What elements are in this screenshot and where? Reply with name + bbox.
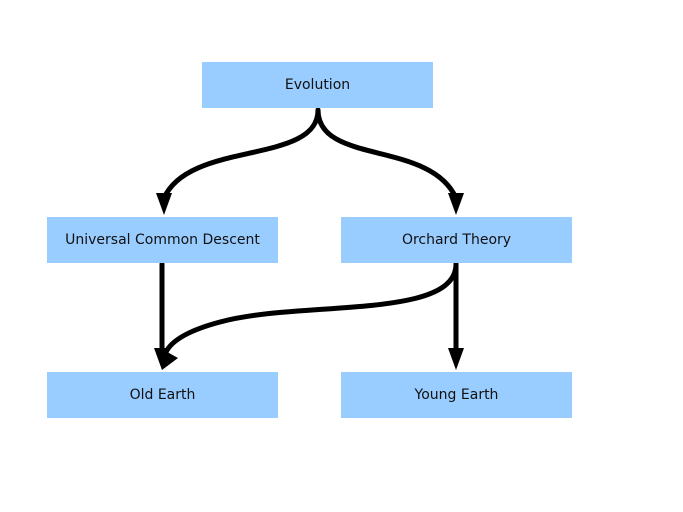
edge-orchard-theory-to-young-earth-arrowhead [448,348,464,370]
edge-orchard-theory-to-old-earth-arrowhead [160,348,178,370]
edge-orchard-theory-to-old-earth [163,261,459,355]
node-young-earth: Young Earth [341,372,572,418]
edge-evolution-to-orchard-theory-arrowhead [448,193,464,215]
node-evolution: Evolution [202,62,433,108]
node-orchard-theory: Orchard Theory [341,217,572,263]
edge-evolution-to-universal-common-descent-arrowhead [156,193,172,215]
node-old-earth: Old Earth [47,372,278,418]
edge-evolution-to-universal-common-descent [161,107,321,201]
edge-evolution-to-orchard-theory [315,107,459,201]
node-universal-common-descent: Universal Common Descent [47,217,278,263]
